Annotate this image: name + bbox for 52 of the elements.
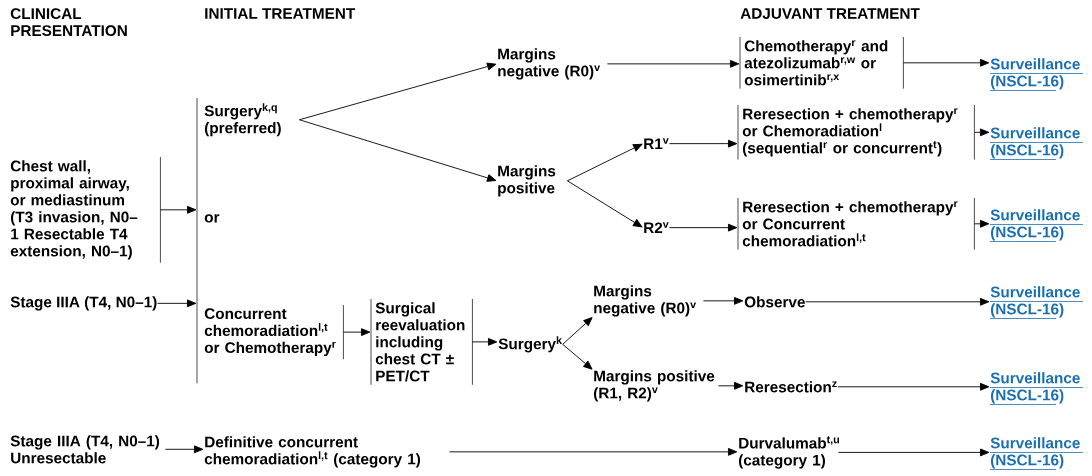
link-text: Surveillance (NSCL-16) [989, 58, 1084, 91]
arrow [902, 58, 990, 67]
arrow [448, 447, 738, 456]
option-text: Durvalumab$^{t,u}$ (category 1) [738, 436, 839, 469]
arrow [298, 62, 497, 121]
column-heading: ADJUVANT TREATMENT [740, 8, 920, 19]
option-text: Margins negative (R0)$^{v}$ [498, 48, 601, 80]
arrow [298, 119, 497, 182]
arrow [973, 128, 990, 137]
arrow [805, 297, 990, 306]
arrow [566, 143, 643, 182]
bracketed-text: Reresection + chemotherapy$^{r}$ or Chemoradiation$^{l}$ (sequential$^{r}$ or concurrent$^{t}$) [737, 104, 975, 160]
option-text: Margins positive (R1, R2)$^{v}$ [593, 370, 715, 402]
option-text: Surgery$^{k,q}$ (preferred) [204, 103, 281, 137]
arrow [157, 299, 197, 308]
option-text: Margins negative (R0)$^{v}$ [594, 285, 697, 317]
option-text: R2$^{v}$ [644, 222, 669, 234]
arrow [342, 328, 371, 336]
option-text: Margins positive [498, 165, 556, 197]
link-text: Surveillance (NSCL-16) [989, 209, 1084, 242]
option-text: Stage IIIA (T4, N0–1) Unresectable [10, 435, 160, 464]
arrow [562, 317, 593, 345]
arrow [562, 343, 593, 370]
column-heading: INITIAL TREATMENT [205, 8, 356, 19]
link-text: Surveillance (NSCL-16) [989, 286, 1084, 319]
arrow [668, 223, 738, 232]
arrow [973, 219, 990, 228]
column-heading: CLINICAL PRESENTATION [10, 8, 127, 37]
arrow [566, 180, 643, 228]
arrow [471, 338, 498, 346]
option-text: Surgery$^{k}$ [498, 336, 562, 353]
option-text: Stage IIIA (T4, N0–1) [10, 296, 157, 311]
bracketed-text: Chemotherapy$^{r}$ and atezolizumab$^{r,w}$ or osimertinib$^{r,x}$ [739, 36, 904, 89]
arrow [837, 382, 990, 391]
option-text: Observe [744, 296, 805, 308]
option-text: Definitive concurrent chemoradiation$^{l,t}$ (category 1) [204, 436, 421, 468]
arrow [668, 139, 738, 148]
bracketed-text: Reresection + chemotherapy$^{r}$ or Concurrent chemoradiation$^{l,t}$ [737, 197, 975, 250]
link-text: Surveillance (NSCL-16) [989, 437, 1084, 470]
option-text: R1$^{v}$ [644, 138, 669, 150]
link-text: Surveillance (NSCL-16) [989, 127, 1084, 160]
link-text: Surveillance (NSCL-16) [989, 372, 1084, 405]
bracketed-text: Concurrent chemoradiation$^{l,t}$ or Chemotherapy$^{r}$ [204, 304, 344, 360]
arrow [606, 59, 740, 68]
bracketed-text: Surgical reevaluation including chest CT ± PET/CT [370, 298, 473, 386]
arrow [159, 205, 197, 214]
arrow [702, 296, 744, 305]
bracketed-text: Chest wall, proximal airway, or mediastinum (T3 invasion, N0–1 Resectable T4 extension, N0–1) [10, 156, 161, 263]
arrow [837, 448, 990, 457]
arrow [717, 381, 744, 390]
option-text: Reresection$^{z}$ [745, 381, 837, 393]
arrow [164, 445, 204, 454]
